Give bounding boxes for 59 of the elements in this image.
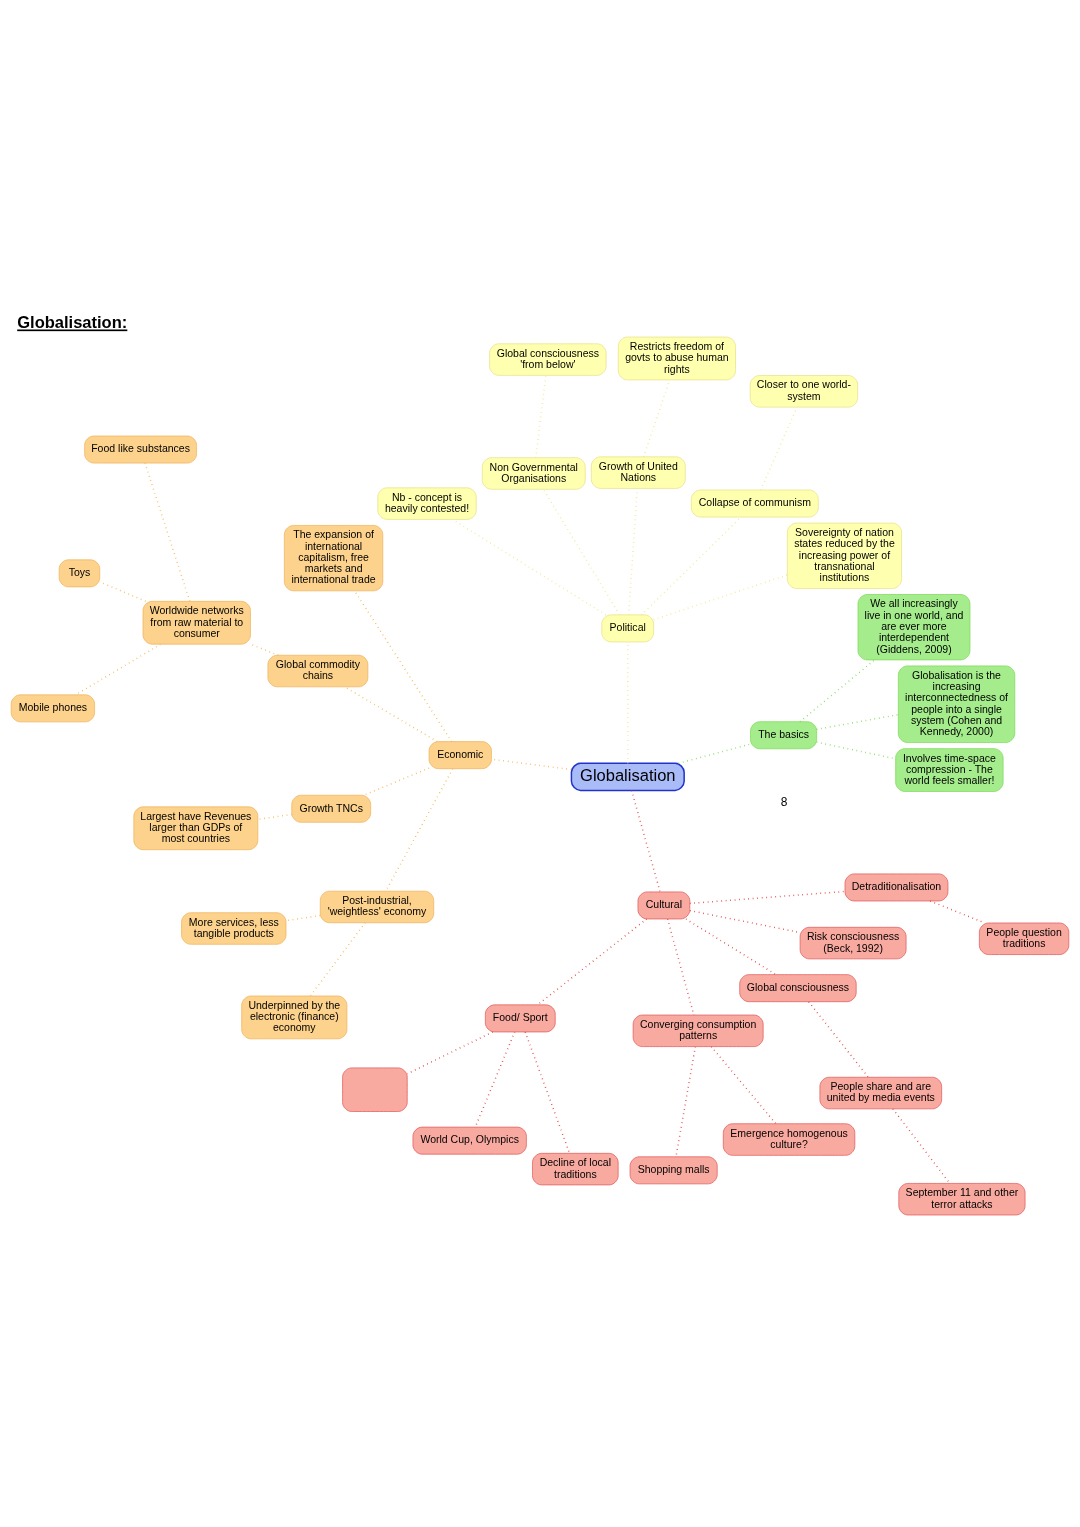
node-box: Risk consciousness (Beck, 1992) <box>799 926 907 959</box>
connector <box>285 914 321 921</box>
node-box: September 11 and other terror attacks <box>898 1182 1026 1215</box>
connector <box>689 890 846 904</box>
node-box: Globalisation is the increasing interconnectedness of people into a single system (Cohen and Kennedy, 2000) <box>897 665 1016 743</box>
node-box <box>342 1067 408 1112</box>
node-box: Shopping malls <box>629 1155 718 1184</box>
node-box: Global consciousness 'from below' <box>489 342 607 376</box>
node-box: Emergence homogenous culture? <box>722 1122 856 1156</box>
node-box: Sovereignty of nation states reduced by the increasing power of transnational institutions <box>786 522 902 589</box>
connector <box>474 1030 516 1128</box>
connector <box>257 813 293 820</box>
node-box: Restricts freedom of govts to abuse human rights <box>617 336 736 380</box>
node-box: Cultural <box>637 891 691 919</box>
connector <box>808 1000 869 1078</box>
node-box: Globalisation <box>570 762 685 791</box>
connector <box>384 767 454 892</box>
node-box: Underpinned by the electronic (finance) economy <box>241 995 348 1039</box>
node-box: Detraditionalisation <box>844 873 949 901</box>
node-box: More services, less tangible products <box>181 911 287 945</box>
node-box: Largest have Revenues larger than GDPs of most countries <box>133 806 259 850</box>
connector <box>524 1030 571 1154</box>
connector <box>542 488 621 615</box>
node-box: Growth TNCs <box>291 794 372 823</box>
node-box: The expansion of international capitalism, free markets and international trade <box>283 524 384 591</box>
node-box: People question traditions <box>979 922 1070 955</box>
node-box: Food/ Sport <box>484 1004 556 1032</box>
connector <box>363 766 430 796</box>
diagram-title: Globalisation: <box>17 312 128 332</box>
node-box: Toys <box>58 558 101 587</box>
node-box: Political <box>601 614 655 642</box>
node-box: Global commodity chains <box>267 654 369 687</box>
connector <box>309 921 366 997</box>
node-box: Closer to one world-system <box>749 374 858 407</box>
connector <box>799 658 876 722</box>
node-box: Non Governmental Organisations <box>481 456 586 490</box>
connector <box>144 461 191 602</box>
node-box: Mobile phones <box>10 693 95 722</box>
connector <box>536 917 648 1005</box>
node-box: Post-industrial, 'weightless' economy <box>319 890 435 923</box>
node-box: Food like substances <box>84 435 197 463</box>
node-box: Growth of United Nations <box>590 455 686 489</box>
node-box: Nb - concept is heavily contested! <box>377 486 477 520</box>
node-box: The basics <box>750 720 817 749</box>
node-box: Economic <box>428 740 492 769</box>
node-box: Involves time-space compression - The world feels smaller! <box>895 747 1004 792</box>
connector <box>892 1107 951 1184</box>
node-box: Converging consumption patterns <box>632 1014 764 1047</box>
connector <box>249 642 279 656</box>
label: 8 <box>780 794 788 809</box>
node-box: Global consciousness <box>739 973 857 1002</box>
node-box: Worldwide networks from raw material to consumer <box>142 600 251 645</box>
node-box: World Cup, Olympics <box>412 1126 527 1155</box>
node-box: We all increasingly live in one world, and are ever more interdependent (Giddens, 2009) <box>857 593 971 660</box>
connector <box>534 374 547 458</box>
node-box: Collapse of communism <box>690 489 819 517</box>
node-box: People share and are united by media events <box>819 1076 943 1109</box>
node-box: Decline of local traditions <box>532 1152 619 1185</box>
connector <box>685 917 777 975</box>
